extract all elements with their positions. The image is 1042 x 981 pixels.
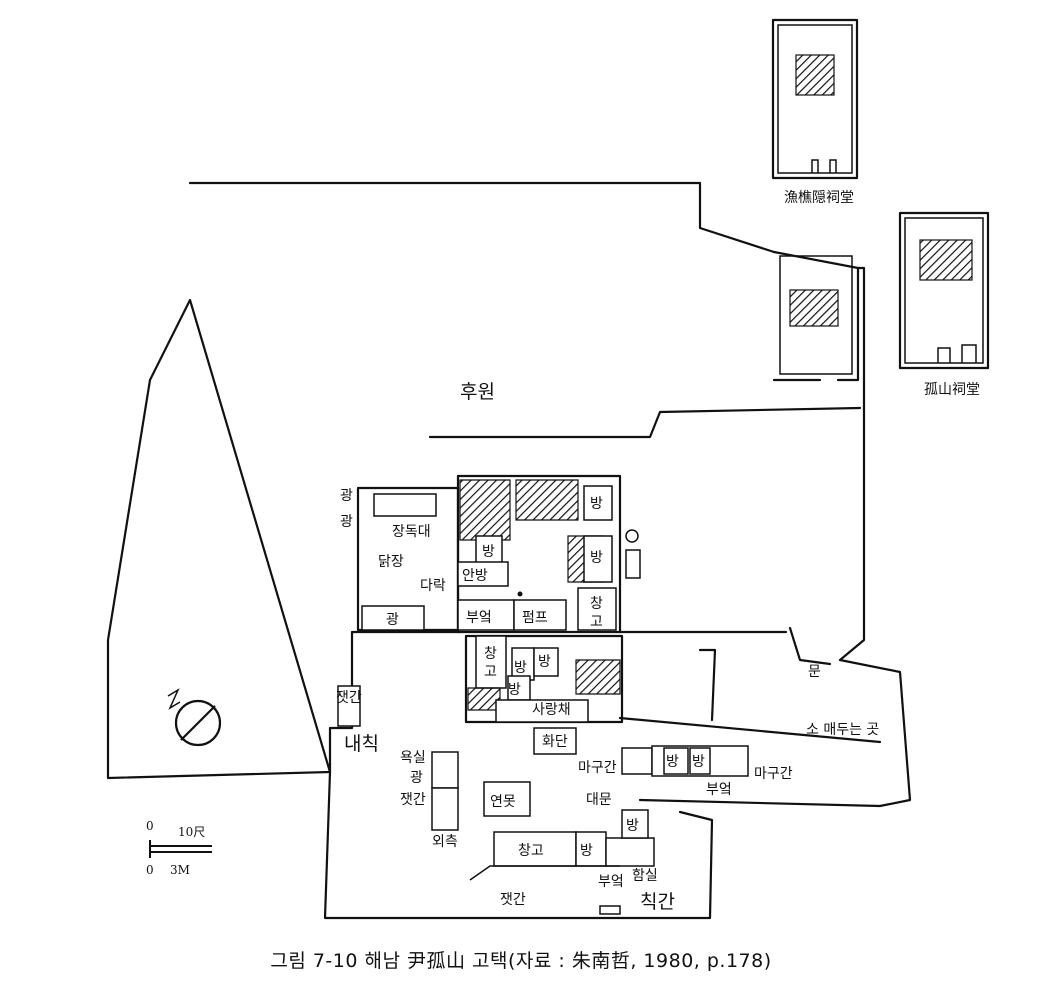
south-wall xyxy=(323,770,714,920)
sarangchae xyxy=(464,634,624,755)
label-bang-gate: 방 xyxy=(626,818,639,834)
garden-label: 후원 xyxy=(460,381,495,403)
label-naechuk: 내칙 xyxy=(344,733,379,755)
label-bang-right: 방 xyxy=(590,550,603,566)
label-bang-c1: 방 xyxy=(538,654,551,670)
label-jaetgan-left: 잿간 xyxy=(336,690,362,706)
label-bueok-2: 부엌 xyxy=(706,782,732,798)
label-bang-top: 방 xyxy=(590,496,603,512)
label-jangdokdae: 장독대 xyxy=(392,524,431,540)
label-magugan-1: 마구간 xyxy=(578,760,617,776)
label-dara: 다락 xyxy=(420,578,446,594)
label-changgo-right-1: 창 xyxy=(590,596,603,612)
label-jaetgan-mid: 잿간 xyxy=(400,792,426,808)
label-changgo-right-2: 고 xyxy=(590,614,603,630)
label-changgo-bottom: 창고 xyxy=(518,843,544,859)
label-gwang-mid: 광 xyxy=(410,770,423,786)
left-service-rooms xyxy=(337,685,531,831)
west-inner-wall xyxy=(328,630,462,774)
north-arrow-icon xyxy=(167,688,222,747)
shrine-2 xyxy=(898,211,990,370)
label-dakjang: 닭장 xyxy=(378,554,404,570)
label-chikgan: 칙간 xyxy=(640,891,675,913)
label-gwang-2: 광 xyxy=(340,514,353,530)
label-bang-left: 방 xyxy=(482,544,495,560)
label-mun: 문 xyxy=(808,664,821,680)
outer-wall xyxy=(106,181,912,808)
shrine-1 xyxy=(771,18,859,180)
label-somaedu: 소 매두는 곳 xyxy=(806,722,879,738)
label-bang-bottom: 방 xyxy=(580,843,593,859)
inner-shrine-enclosure xyxy=(772,250,860,382)
label-bueok-3: 부엌 xyxy=(598,874,624,890)
label-pump: 펌프 xyxy=(522,610,548,626)
east-walls xyxy=(618,630,882,808)
label-saranchae: 사랑채 xyxy=(532,702,571,718)
label-jaetgan-bottom: 잿간 xyxy=(500,892,526,908)
label-bang-c3: 방 xyxy=(508,682,521,698)
gate-block xyxy=(469,809,655,915)
label-yoksil: 욕실 xyxy=(400,750,426,766)
label-hamsil: 함실 xyxy=(632,868,658,884)
figure-caption: 그림 7-10 해남 尹孤山 고택(자료 : 朱南哲, 1980, p.178) xyxy=(270,950,772,972)
scale-zero-bottom: 0 xyxy=(146,863,154,877)
main-house xyxy=(356,474,641,634)
garden-fence xyxy=(428,406,862,439)
label-yeonmot: 연못 xyxy=(490,794,516,810)
scale-zero-top: 0 xyxy=(146,819,154,833)
label-changgo-left-2: 고 xyxy=(484,664,497,680)
stable-block xyxy=(621,745,749,777)
label-oecheuk: 외측 xyxy=(432,834,458,850)
shrine-1-label: 漁樵隠祠堂 xyxy=(784,190,854,206)
label-bang-stable-1: 방 xyxy=(666,754,679,770)
label-magugan-2: 마구간 xyxy=(754,766,793,782)
label-bang-stable-2: 방 xyxy=(692,754,705,770)
label-daemun: 대문 xyxy=(586,792,612,808)
label-bang-c2: 방 xyxy=(514,660,527,676)
label-changgo-left-1: 창 xyxy=(484,646,497,662)
scale-feet: 10尺 xyxy=(178,825,205,839)
shrine-2-label: 孤山祠堂 xyxy=(924,382,980,398)
label-bueok-1: 부엌 xyxy=(466,610,492,626)
scale-bar: 0 10尺 0 3M xyxy=(146,819,212,877)
label-hwadan: 화단 xyxy=(542,734,568,750)
scale-meters: 3M xyxy=(170,863,190,877)
label-gwang-1: 광 xyxy=(340,488,353,504)
label-anbang: 안방 xyxy=(462,568,488,584)
yard-fence xyxy=(698,648,717,722)
label-gwang-low: 광 xyxy=(386,612,399,628)
